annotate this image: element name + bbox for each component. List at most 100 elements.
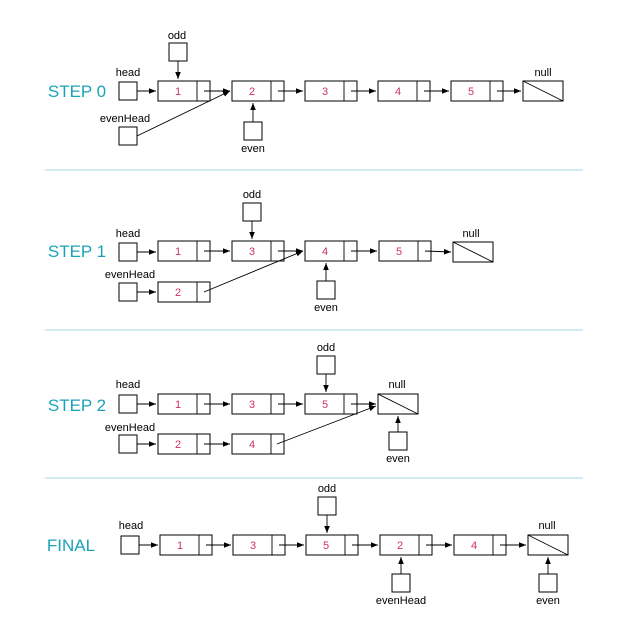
node-value: 5 — [323, 540, 329, 552]
evenhead-pointer-box — [118, 126, 138, 146]
evenhead-pointer-box — [118, 434, 138, 454]
null-node: null — [522, 67, 564, 102]
odd-pointer-box — [168, 42, 188, 62]
node-box — [159, 534, 213, 556]
node-box — [304, 393, 358, 415]
next-arrow — [424, 248, 452, 255]
node-value: 2 — [175, 439, 181, 451]
node-value: 3 — [322, 86, 328, 98]
pointer-label-even: even — [386, 453, 410, 465]
node-box — [304, 80, 358, 102]
evenhead-pointer-box — [118, 282, 138, 302]
step-title: STEP 0 — [48, 82, 106, 101]
head-pointer-box — [118, 242, 138, 262]
node-box — [231, 240, 285, 262]
node-box — [157, 80, 211, 102]
pointer-label-evenhead: evenHead — [105, 269, 155, 281]
node-value: 4 — [395, 86, 401, 98]
node-value: 3 — [249, 399, 255, 411]
even-pointer-box — [243, 121, 263, 141]
list-node: 4 — [377, 80, 431, 102]
list-node: 1 — [159, 534, 213, 556]
evenhead-arrow — [136, 90, 231, 137]
node-value: 3 — [249, 246, 255, 258]
null-slash — [377, 393, 419, 415]
list-node: 1 — [157, 80, 211, 102]
node-value: 4 — [249, 439, 255, 451]
null-node: null — [377, 379, 419, 415]
node-box — [157, 393, 211, 415]
list-node: 4 — [304, 240, 358, 262]
even-pointer-box — [388, 431, 408, 451]
evenhead-pointer-box — [391, 573, 411, 593]
node-value: 2 — [175, 287, 181, 299]
node-value: 4 — [322, 246, 328, 258]
node-box — [378, 240, 432, 262]
step-title: STEP 2 — [48, 396, 106, 415]
null-slash — [522, 80, 564, 102]
pointer-label-head: head — [119, 520, 143, 532]
node-value: 2 — [249, 86, 255, 98]
list-node: 2 — [379, 534, 433, 556]
null-label: null — [388, 379, 405, 391]
list-node: 4 — [453, 534, 507, 556]
pointer-label-odd: odd — [243, 189, 261, 201]
pointer-label-evenhead: evenHead — [105, 422, 155, 434]
node-box — [157, 433, 211, 455]
node-value: 4 — [471, 540, 477, 552]
null-node: null — [527, 520, 569, 556]
odd-pointer-box — [242, 202, 262, 222]
null-label: null — [462, 228, 479, 240]
node-box — [231, 80, 285, 102]
step-title: FINAL — [47, 536, 95, 555]
pointer-label-even: even — [241, 143, 265, 155]
pointer-label-evenhead: evenHead — [376, 595, 426, 607]
node-box — [231, 433, 285, 455]
node-value: 5 — [468, 86, 474, 98]
list-node: 2 — [231, 80, 285, 102]
node-value: 5 — [396, 246, 402, 258]
list-node: 3 — [304, 80, 358, 102]
list-node: 3 — [232, 534, 286, 556]
node-box — [453, 534, 507, 556]
null-node: null — [452, 228, 494, 263]
list-node: 4 — [231, 433, 285, 455]
odd-pointer-box — [316, 355, 336, 375]
odd-pointer-box — [317, 496, 337, 516]
pointer-label-even: even — [314, 302, 338, 314]
node-value: 5 — [322, 399, 328, 411]
list-node: 2 — [157, 281, 211, 303]
node-value: 1 — [175, 399, 181, 411]
pointer-label-head: head — [116, 228, 140, 240]
list-node: 5 — [304, 393, 358, 415]
list-node: 2 — [157, 433, 211, 455]
head-pointer-box — [118, 81, 138, 101]
null-label: null — [538, 520, 555, 532]
node-value: 3 — [250, 540, 256, 552]
list-node: 5 — [450, 80, 504, 102]
null-label: null — [534, 67, 551, 79]
node-box — [232, 534, 286, 556]
node-value: 1 — [175, 246, 181, 258]
node-value: 1 — [177, 540, 183, 552]
pointer-label-even: even — [536, 595, 560, 607]
pointer-label-odd: odd — [318, 483, 336, 495]
pointer-label-odd: odd — [317, 342, 335, 354]
node-box — [157, 240, 211, 262]
head-pointer-box — [118, 394, 138, 414]
node-box — [379, 534, 433, 556]
list-node: 1 — [157, 393, 211, 415]
list-node: 3 — [231, 393, 285, 415]
list-node: 3 — [231, 240, 285, 262]
node-box — [377, 80, 431, 102]
pointer-label-evenhead: evenHead — [100, 113, 150, 125]
step-title: STEP 1 — [48, 242, 106, 261]
even-pointer-box — [316, 280, 336, 300]
list-node: 5 — [378, 240, 432, 262]
node-box — [157, 281, 211, 303]
list-node: 1 — [157, 240, 211, 262]
next-arrow — [203, 250, 304, 293]
even-pointer-box — [538, 573, 558, 593]
pointer-label-head: head — [116, 67, 140, 79]
